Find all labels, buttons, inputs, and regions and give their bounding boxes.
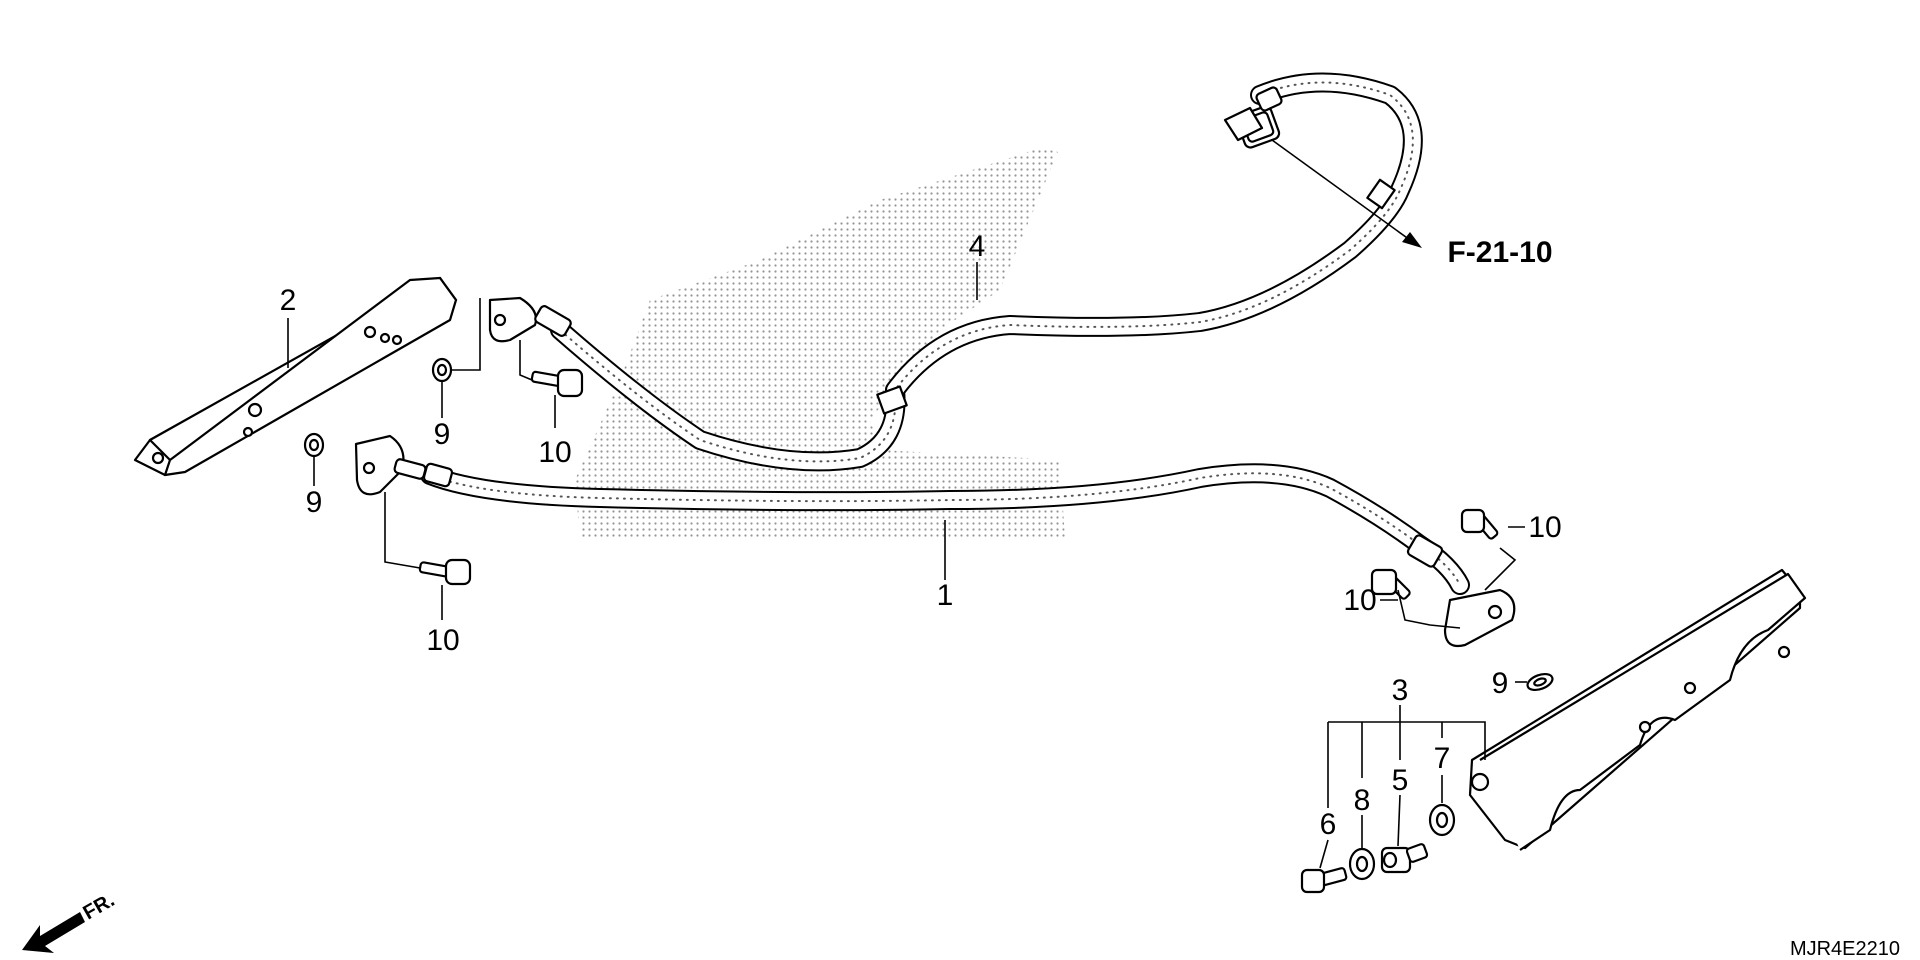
- callout-9a: 9: [434, 418, 451, 451]
- callout-3: 3: [1392, 674, 1409, 707]
- reference-label: F-21-10: [1447, 236, 1552, 269]
- callout-10a: 10: [538, 436, 571, 469]
- washer-9b[interactable]: [303, 432, 325, 458]
- bolt-10a[interactable]: [530, 368, 584, 398]
- callout-2: 2: [280, 284, 297, 317]
- callout-8: 8: [1354, 784, 1371, 817]
- callout-10d: 10: [1343, 584, 1376, 617]
- callout-5: 5: [1392, 764, 1409, 797]
- rail-bracket-right[interactable]: [1468, 568, 1807, 851]
- callout-9c: 9: [1492, 667, 1509, 700]
- washer-8[interactable]: [1348, 847, 1376, 881]
- hose-lower[interactable]: [354, 434, 1516, 648]
- callout-6: 6: [1320, 808, 1337, 841]
- bolt-10d[interactable]: [1370, 568, 1411, 600]
- callout-9b: 9: [306, 486, 323, 519]
- hose-upper[interactable]: [488, 72, 1423, 472]
- callout-4: 4: [969, 230, 986, 263]
- callout-7: 7: [1434, 742, 1451, 775]
- bolt-10c[interactable]: [1460, 508, 1499, 540]
- bolt-6[interactable]: [1300, 867, 1348, 894]
- rail-bracket-left[interactable]: [133, 276, 458, 477]
- washer-7[interactable]: [1428, 803, 1456, 837]
- callout-10c: 10: [1528, 511, 1561, 544]
- callout-labels: 1 2 3 4 5 6 7 8 9 9 9 10 10 10 10: [280, 230, 1562, 841]
- callout-1: 1: [937, 579, 954, 612]
- callout-10b: 10: [426, 624, 459, 657]
- washer-9a[interactable]: [431, 357, 453, 383]
- shaded-zone: [575, 148, 1065, 540]
- bolt-5[interactable]: [1380, 843, 1429, 874]
- diagram-code: MJR4E2210: [1790, 938, 1900, 960]
- front-direction-arrow: FR.: [22, 889, 118, 953]
- leader-lines: [287, 139, 1527, 869]
- bolt-10b[interactable]: [418, 558, 472, 586]
- front-label: FR.: [80, 889, 119, 924]
- washer-9c[interactable]: [1525, 671, 1554, 693]
